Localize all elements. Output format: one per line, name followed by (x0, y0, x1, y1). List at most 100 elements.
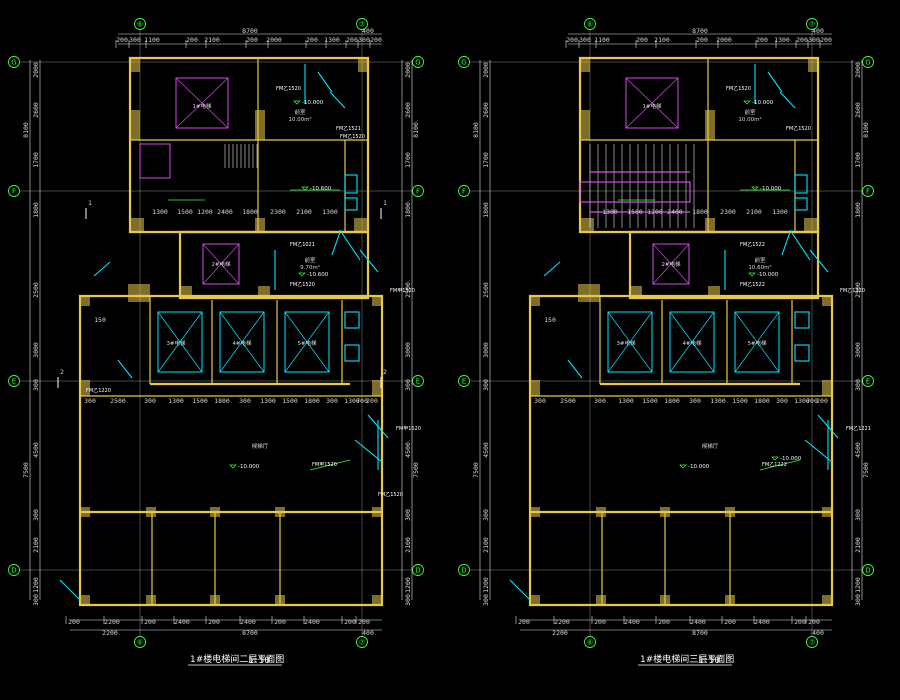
dim-total-text: 7500 (862, 462, 870, 478)
wall-column (275, 507, 285, 517)
inner-dim-text: 300 (776, 397, 788, 405)
elevator-4-shaft-diag-b (669, 311, 715, 373)
dim-total-text: 8100 (472, 122, 480, 138)
level-triangle (229, 464, 237, 469)
dim-text: 2400 (690, 618, 706, 626)
dim-text: 1700 (32, 152, 40, 168)
plan-title: 1#楼电梯间三层平面图 (640, 653, 734, 665)
dim-text: 2000 (404, 62, 412, 78)
wall-column (725, 595, 735, 605)
shaft-opening (344, 344, 360, 362)
dim-text: 300 (358, 36, 370, 44)
elevator-1-shaft-frame (175, 77, 229, 129)
inner-dim-text: 1200 (197, 208, 213, 216)
door-swing (359, 249, 379, 273)
inner-dim-text: 150 (544, 316, 556, 324)
axis-bubble-top-circle (134, 18, 146, 30)
axis-bubble-left-label: F (12, 187, 16, 195)
dim-text: 2200 (554, 618, 570, 626)
inner-dim-text: 2300 (270, 208, 286, 216)
door-codes: FM乙1520FM乙1521FM乙1021FM乙1520FM甲1520FM甲15… (86, 85, 421, 498)
elevator-3-shaft-frame (607, 311, 653, 373)
dim-text: 200 (796, 36, 808, 44)
room-name: 5#电梯 (747, 339, 767, 347)
door-code: FM甲1520 (312, 462, 337, 468)
dim-total-text: 8700 (692, 27, 708, 35)
level-triangle (679, 464, 687, 469)
inner-dim-text: 1800 (692, 208, 708, 216)
door-code: FM乙1220 (86, 387, 111, 394)
door-code: FM乙1522 (740, 241, 765, 248)
leader-line (759, 459, 801, 471)
axis-bubble-right-label: D (865, 566, 870, 574)
dim-text: 300 (808, 36, 820, 44)
inner-dim-text: 2300 (720, 208, 736, 216)
door-code: FM乙1220 (840, 287, 865, 294)
section-mark-label: 1 (383, 199, 387, 207)
dim-text: 2100 (854, 537, 862, 553)
dim-text: 200 (658, 618, 670, 626)
dim-text: 200 (636, 36, 648, 44)
inner-dim-text: 1300 (618, 397, 634, 405)
axis-bubble-left: G (458, 56, 470, 68)
dim-text: 1300 (324, 36, 340, 44)
dim-text: 2500 (854, 282, 862, 298)
wall-column (255, 110, 265, 140)
door-code: FM乙1520 (276, 85, 301, 92)
plan-scale: 1:50 (248, 656, 270, 666)
dim-text: 300 (32, 594, 40, 606)
elevator-1-shaft-frame (625, 77, 679, 129)
dim-text: 200 (820, 36, 832, 44)
inner-dim-text: 300 (239, 397, 251, 405)
level-triangle (298, 272, 306, 277)
axis-bubble-bottom: ⑦ (356, 636, 368, 648)
leaders (168, 189, 351, 471)
axis-bubble-top: ⑥ (134, 18, 146, 30)
dim-text: 1200 (404, 577, 412, 593)
elevator-1-shaft (175, 77, 229, 129)
door-code: FM乙1520 (340, 133, 365, 140)
axis-bubble-bottom: ⑥ (134, 636, 146, 648)
dim-text: 200 (274, 618, 286, 626)
elevator-5-shaft-diag-b (734, 311, 780, 373)
inner-dim-text: 2400 (667, 208, 683, 216)
inner-dim-text: 2400 (217, 208, 233, 216)
dim-text: 2000 (266, 36, 282, 44)
wall-column (708, 286, 720, 298)
wall-column (660, 507, 670, 517)
leader-line (309, 459, 351, 471)
wall-column (80, 595, 90, 605)
right-dimension-chain: 2000260017001800250030003004500300210012… (851, 60, 870, 606)
section-mark-label: 2 (60, 368, 64, 376)
middle-block-wall (178, 230, 370, 300)
axis-bubble-left-circle (458, 564, 470, 576)
dim-text: 1300 (774, 36, 790, 44)
inner-dim-text: 1800 (242, 208, 258, 216)
wall-column (705, 218, 715, 232)
dim-text: 1200 (32, 577, 40, 593)
dim-text: 300 (854, 509, 862, 521)
door-code: FM乙1221 (846, 425, 871, 432)
level-text: -10.000 (302, 100, 324, 106)
shaft-opening (794, 311, 810, 329)
wall-column (808, 58, 818, 72)
level-text: -10.000 (780, 456, 802, 462)
wall-column (530, 296, 540, 306)
axis-bubble-left: G (8, 56, 20, 68)
axis-bubble-right-label: G (415, 58, 420, 66)
axis-bubble-right-label: E (866, 377, 870, 385)
inner-dim-text: 2500 (560, 397, 576, 405)
dim-text: 200 (794, 618, 806, 626)
axis-bubble-top-circle (806, 18, 818, 30)
dim-text: 2000 (854, 62, 862, 78)
level-marks: -10.000-10.600-10.600-10.000 (229, 100, 332, 470)
door-code: FM甲1520 (396, 426, 421, 432)
wall-column (530, 595, 540, 605)
dim-text: 1200 (482, 577, 490, 593)
axis-bubble-right-circle (412, 375, 424, 387)
wall-column (372, 296, 382, 306)
door-code: FM乙1520 (378, 491, 403, 498)
door-swing (59, 579, 81, 601)
